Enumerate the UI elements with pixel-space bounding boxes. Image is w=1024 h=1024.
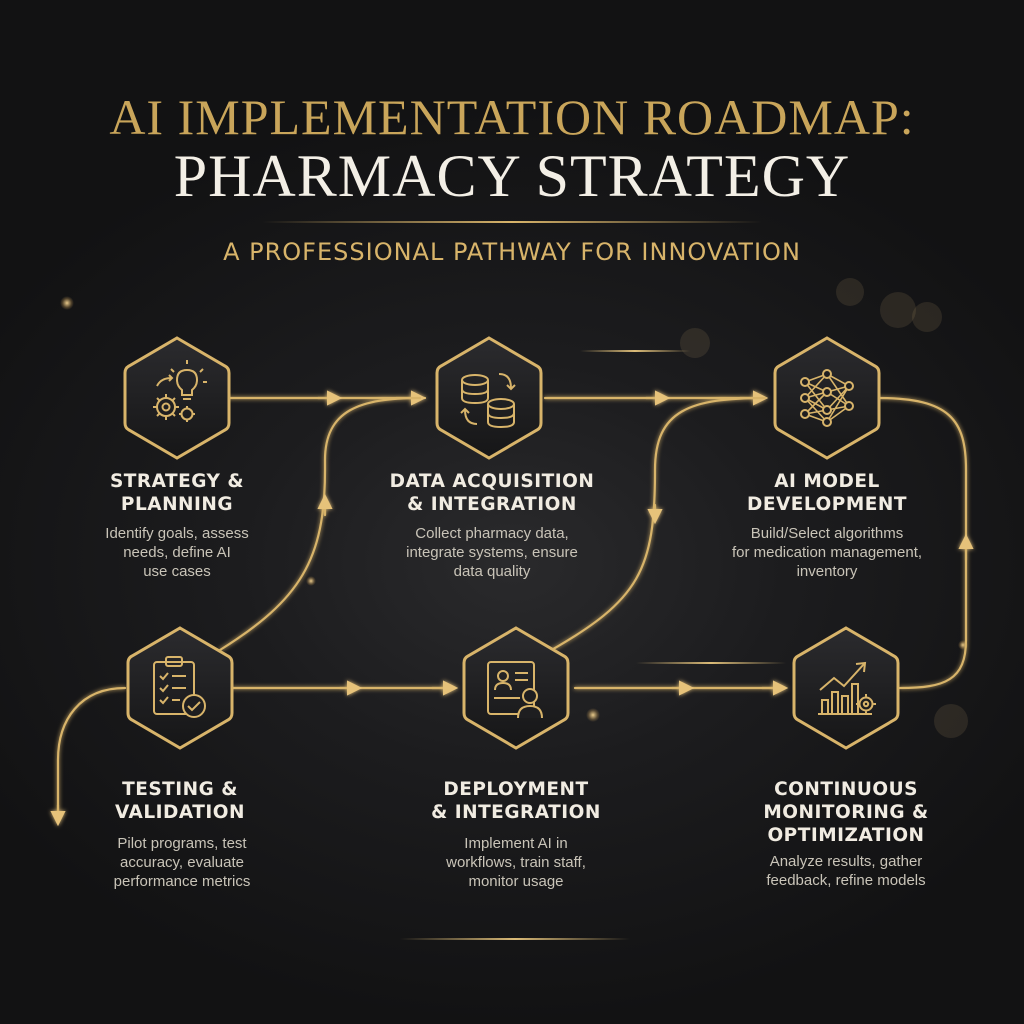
connector-model-to-monitoring — [876, 396, 968, 690]
step-node-strategy — [121, 334, 233, 462]
step-desc-testing: Pilot programs, test accuracy, evaluate … — [113, 835, 251, 890]
step-desc-data-acquisition: Collect pharmacy data, integrate systems… — [406, 525, 578, 580]
sparkle — [60, 296, 74, 310]
step-node-data-acquisition — [433, 334, 545, 462]
gears-lightbulb-icon — [153, 360, 207, 422]
light-streak — [636, 662, 786, 664]
database-sync-icon — [460, 373, 516, 429]
user-screen-icon — [487, 661, 543, 719]
sparkle — [306, 576, 316, 586]
sparkle — [958, 640, 968, 650]
main-title-line2: PHARMACY STRATEGY — [173, 143, 851, 209]
light-streak — [400, 938, 630, 940]
bokeh-light — [836, 278, 864, 306]
title-divider — [262, 221, 762, 223]
bokeh-light — [880, 292, 916, 328]
bokeh-light — [680, 328, 710, 358]
main-title-line1: AI IMPLEMENTATION ROADMAP: — [109, 89, 915, 145]
step-title-data-acquisition: DATA ACQUISITION & INTEGRATION — [389, 471, 595, 515]
connector-testing-to-data — [218, 396, 422, 652]
growth-chart-gear-icon — [818, 661, 876, 715]
connector-testing-exit — [56, 686, 127, 817]
step-node-monitoring — [790, 624, 902, 752]
bokeh-light — [934, 704, 968, 738]
connector-deployment-to-model — [546, 396, 767, 654]
step-title-monitoring: CONTINUOUS MONITORING & OPTIMIZATION — [763, 779, 929, 846]
step-node-model-development — [771, 334, 883, 462]
step-title-model-development: AI MODEL DEVELOPMENT — [746, 471, 907, 515]
step-title-deployment: DEPLOYMENT & INTEGRATION — [431, 779, 601, 823]
step-title-strategy: STRATEGY & PLANNING — [109, 471, 245, 515]
step-desc-monitoring: Analyze results, gather feedback, refine… — [766, 853, 926, 889]
step-node-testing — [124, 624, 236, 752]
light-streak — [580, 350, 690, 352]
clipboard-check-icon — [153, 656, 206, 718]
step-desc-model-development: Build/Select algorithms for medication m… — [731, 525, 923, 580]
bokeh-light — [912, 302, 942, 332]
subtitle: A PROFESSIONAL PATHWAY FOR INNOVATION — [223, 238, 801, 266]
neural-network-icon — [800, 369, 854, 427]
step-title-testing: TESTING & VALIDATION — [114, 779, 245, 823]
sparkle — [586, 708, 600, 722]
step-desc-deployment: Implement AI in workflows, train staff, … — [446, 835, 586, 890]
step-desc-strategy: Identify goals, assess needs, define AI … — [105, 525, 249, 580]
step-node-deployment — [460, 624, 572, 752]
